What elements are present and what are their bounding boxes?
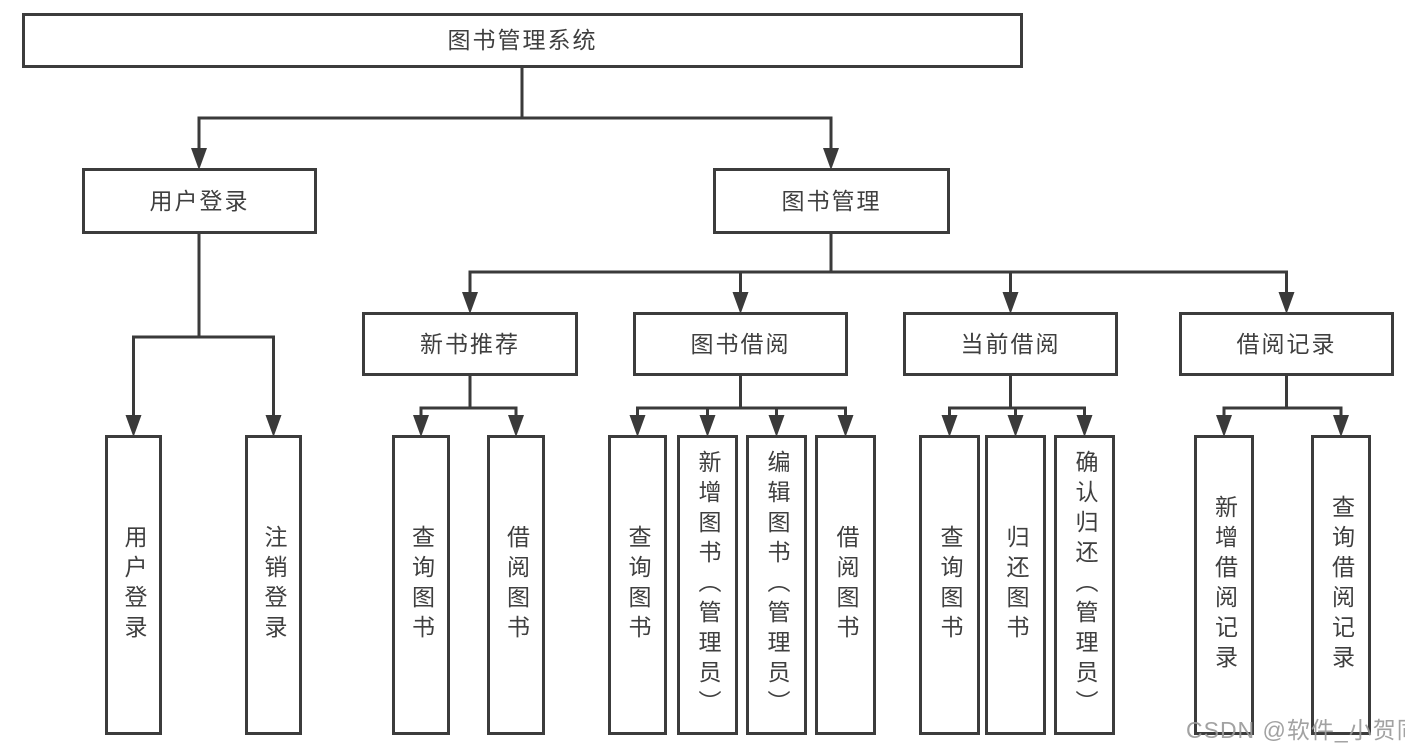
node-label: 图书借阅 [690,330,791,357]
root-to-level2-connector [197,64,833,152]
arrowhead [1216,415,1232,437]
csdn-watermark: CSDN @软件_小贺同学 [1186,717,1405,743]
node-label: 借阅图书 [503,525,530,645]
node-label: 新增借阅记录 [1211,495,1238,675]
node-user-login: 用户登录 [82,168,317,234]
arrowhead [508,415,524,437]
node-label: 查询图书 [408,525,435,645]
node-label: 注销登录 [261,525,287,645]
new-book-recommend-children-connector [419,372,518,419]
arrowhead [1007,415,1024,437]
node-label: 新书推荐 [420,330,520,357]
arrowhead [1278,292,1295,314]
arrowhead [732,292,749,314]
arrowhead [837,415,854,437]
node-confirm-return-admin: 确认归还（管理员） [1054,435,1115,735]
node-query-books-borrowing: 查询图书 [608,435,667,735]
node-label: 用户登录 [149,187,250,214]
node-label: 确认归还（管理员） [1072,450,1098,720]
arrowhead [191,148,207,170]
book-borrowing-children-connector [636,372,847,419]
node-label: 图书管理系统 [447,27,598,53]
current-borrowing-children-connector [948,372,1086,419]
node-label: 新增图书（管理员） [695,450,721,720]
node-add-borrow-record: 新增借阅记录 [1194,435,1254,735]
node-label: 用户登录 [121,525,147,645]
book-management-children-connector [468,230,1288,296]
node-new-book-recommend: 新书推荐 [362,312,578,376]
arrowhead [265,415,282,437]
node-borrow-records: 借阅记录 [1179,312,1394,376]
user-login-children-connector [132,229,275,419]
node-label: 借阅图书 [833,525,859,645]
node-current-borrowing: 当前借阅 [903,312,1118,376]
node-book-management: 图书管理 [713,168,950,234]
node-edit-books-admin: 编辑图书（管理员） [746,435,807,735]
arrowhead [823,148,839,170]
arrowheads [125,148,1349,437]
node-borrow-books-recommend: 借阅图书 [487,435,545,735]
node-add-books-admin: 新增图书（管理员） [677,435,738,735]
node-library-system: 图书管理系统 [22,13,1023,68]
node-label: 归还图书 [1003,525,1029,645]
arrowhead [768,415,785,437]
arrowhead [125,415,142,437]
arrowhead [629,415,646,437]
borrow-records-children-connector [1222,372,1343,419]
node-label: 编辑图书（管理员） [764,450,790,720]
node-user-login-leaf: 用户登录 [105,435,162,735]
node-query-books-current: 查询图书 [919,435,980,735]
node-logout-leaf: 注销登录 [245,435,302,735]
node-label: 查询图书 [625,525,651,645]
node-book-borrowing: 图书借阅 [633,312,848,376]
node-label: 查询图书 [937,525,963,645]
arrowhead [1076,415,1093,437]
node-label: 借阅记录 [1236,330,1337,357]
node-label: 查询借阅记录 [1328,495,1355,675]
node-query-books-recommend: 查询图书 [392,435,450,735]
node-query-borrow-record: 查询借阅记录 [1311,435,1371,735]
node-label: 图书管理 [781,187,882,214]
arrowhead [462,292,478,314]
arrowhead [941,415,958,437]
arrowhead [1333,415,1349,437]
node-return-books: 归还图书 [985,435,1046,735]
arrowhead [1002,292,1019,314]
node-borrow-books-borrowing: 借阅图书 [815,435,876,735]
node-label: 当前借阅 [960,330,1061,357]
arrowhead [699,415,716,437]
arrowhead [413,415,429,437]
